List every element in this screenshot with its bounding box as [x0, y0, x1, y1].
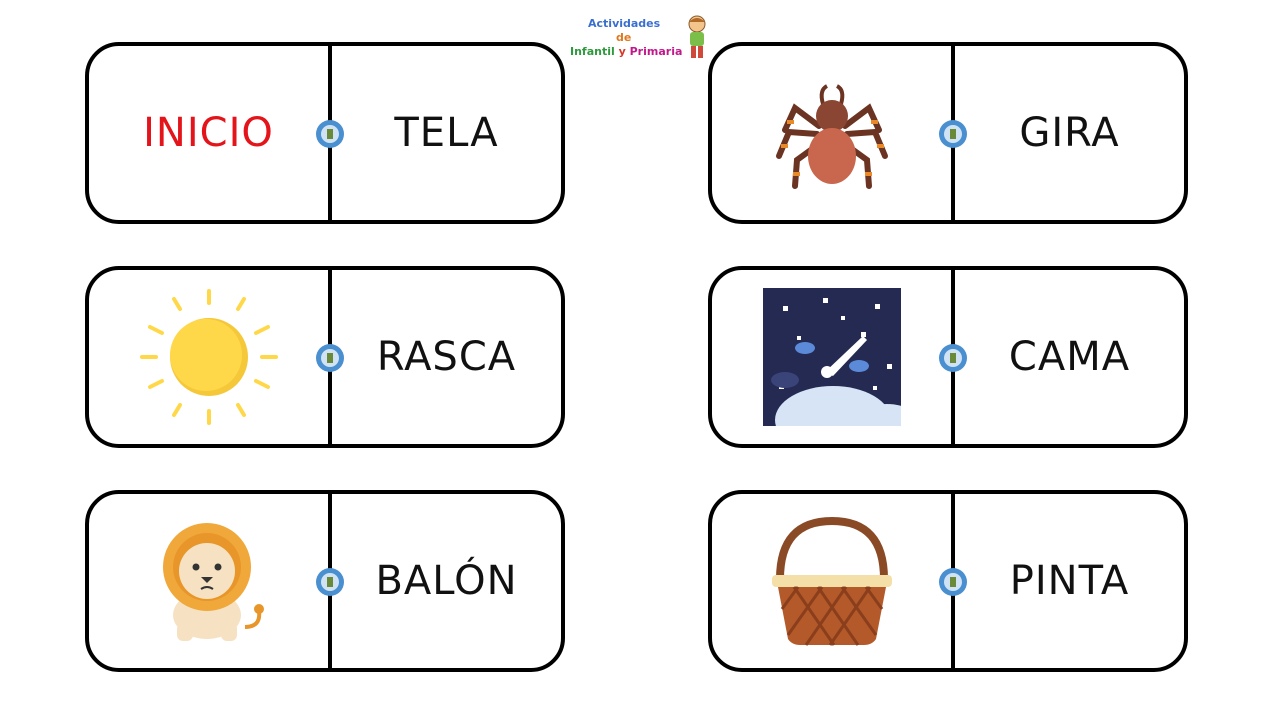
- domino-tile-sun[interactable]: RASCA: [85, 266, 565, 448]
- center-badge-icon: [939, 344, 967, 372]
- domino-tile-spider[interactable]: GIRA: [708, 42, 1188, 224]
- domino-tile-night[interactable]: CAMA: [708, 266, 1188, 448]
- tile-right-half: PINTA: [955, 494, 1184, 668]
- domino-tile-basket[interactable]: PINTA: [708, 490, 1188, 672]
- night-sky-icon: [762, 288, 901, 426]
- brand-logo: Actividades de Infantil y Primaria: [568, 14, 718, 62]
- tile-left-half: [712, 46, 951, 220]
- tile-right-half: TELA: [332, 46, 561, 220]
- tile-right-half: GIRA: [955, 46, 1184, 220]
- tile-left-half: [712, 494, 951, 668]
- tile-word: PINTA: [1009, 558, 1130, 604]
- lion-icon: [162, 523, 264, 641]
- tile-word: RASCA: [376, 334, 517, 380]
- logo-word-y: y: [618, 45, 626, 58]
- tile-left-half: [89, 494, 328, 668]
- tile-left-half: [89, 270, 328, 444]
- center-badge-icon: [939, 120, 967, 148]
- logo-line-1: Actividades: [588, 17, 661, 30]
- center-badge-icon: [316, 344, 344, 372]
- sun-icon: [139, 289, 278, 425]
- logo-line-2: de: [616, 31, 632, 44]
- domino-tile-inicio[interactable]: INICIO TELA: [85, 42, 565, 224]
- center-badge-icon: [316, 568, 344, 596]
- basket-icon: [771, 516, 892, 646]
- tile-word: CAMA: [1008, 334, 1131, 380]
- domino-tile-lion[interactable]: BALÓN: [85, 490, 565, 672]
- kid-mascot-icon: [688, 15, 706, 58]
- tile-right-half: RASCA: [332, 270, 561, 444]
- tile-right-half: BALÓN: [332, 494, 561, 668]
- tile-word: BALÓN: [375, 558, 518, 604]
- tile-right-half: CAMA: [955, 270, 1184, 444]
- spider-icon: [775, 84, 888, 189]
- tile-left-half: INICIO: [89, 46, 328, 220]
- tile-left-half: [712, 270, 951, 444]
- logo-word-primaria: Primaria: [629, 45, 683, 58]
- center-badge-icon: [316, 120, 344, 148]
- center-badge-icon: [939, 568, 967, 596]
- logo-line-3: Infantil y Primaria: [570, 45, 682, 58]
- tile-word: GIRA: [1019, 110, 1120, 156]
- logo-word-infantil: Infantil: [570, 45, 615, 58]
- tile-word: TELA: [394, 110, 499, 156]
- start-label: INICIO: [143, 110, 274, 156]
